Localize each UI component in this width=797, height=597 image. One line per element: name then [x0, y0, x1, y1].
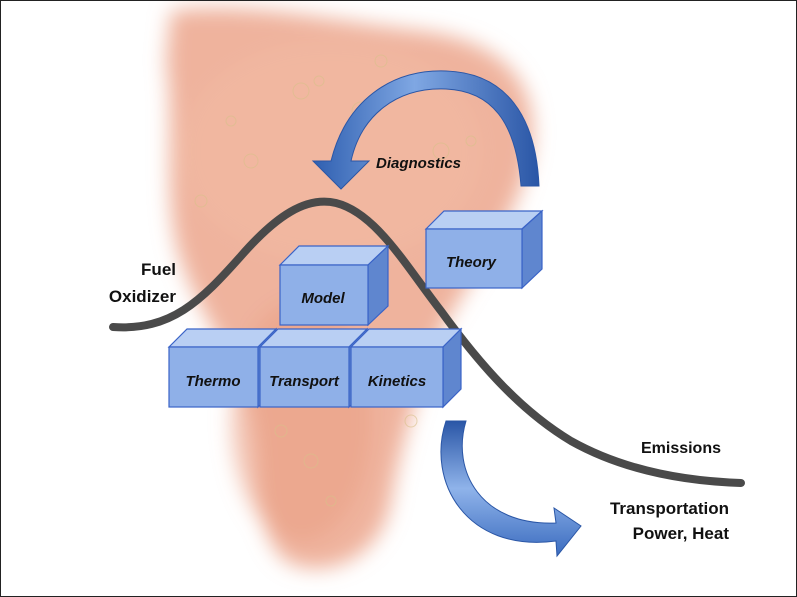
- block-thermo: Thermo: [167, 327, 278, 409]
- block-model: Model: [278, 244, 390, 327]
- block-model-label: Model: [301, 290, 345, 307]
- power-heat-label: Power, Heat: [633, 524, 730, 543]
- block-kinetics-label: Kinetics: [368, 373, 426, 390]
- oxidizer-label: Oxidizer: [109, 287, 176, 306]
- block-theory: Theory: [424, 209, 544, 290]
- emissions-label: Emissions: [641, 440, 721, 457]
- diagnostics-arrow: [311, 70, 540, 190]
- block-transport-label: Transport: [269, 373, 340, 390]
- block-thermo-label: Thermo: [185, 373, 240, 390]
- transportation-label: Transportation: [610, 499, 729, 518]
- block-kinetics: Kinetics: [349, 327, 463, 409]
- fuel-label: Fuel: [141, 260, 176, 279]
- output-arrow: [440, 420, 582, 558]
- diagnostics-label: Diagnostics: [376, 155, 461, 172]
- flame-swirls: [194, 54, 477, 507]
- reaction-curve: [109, 197, 745, 487]
- block-theory-label: Theory: [446, 254, 497, 271]
